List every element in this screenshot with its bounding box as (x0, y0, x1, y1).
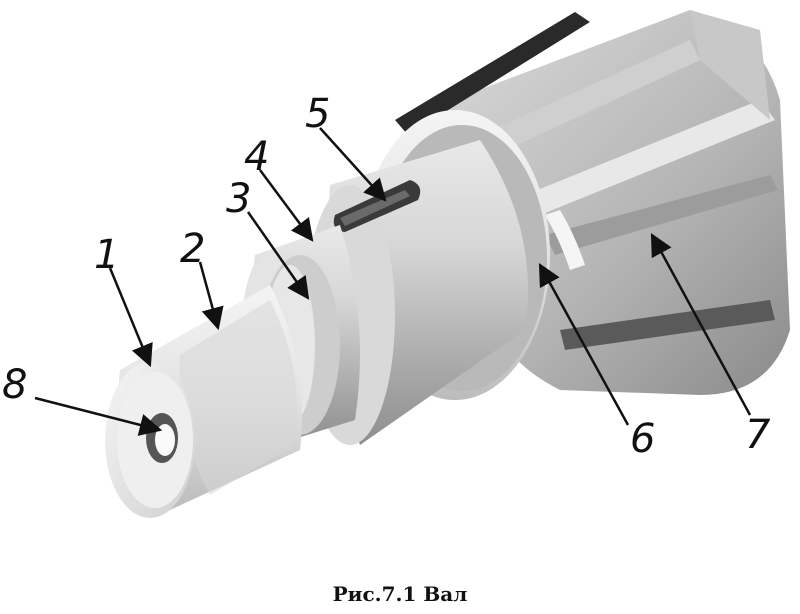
callout-numbers: 1 2 3 4 5 6 7 8 (2, 91, 771, 462)
figure-caption: Рис.7.1 Вал (332, 582, 468, 606)
callout-2: 2 (180, 226, 205, 272)
callout-1: 1 (94, 232, 119, 278)
shaft-end (105, 285, 302, 518)
leader-7 (650, 233, 752, 416)
callout-5: 5 (305, 91, 330, 137)
callout-3: 3 (226, 176, 251, 222)
leader-3 (246, 211, 310, 300)
callout-4: 4 (244, 134, 269, 180)
callout-leaders (34, 127, 752, 436)
leader-4 (258, 169, 314, 242)
callout-7: 7 (745, 412, 771, 458)
callout-6: 6 (630, 416, 655, 462)
leader-6 (538, 263, 630, 426)
leader-1 (108, 267, 153, 368)
callout-8: 8 (2, 362, 27, 408)
leader-5 (319, 127, 387, 202)
leader-8 (34, 396, 163, 436)
leader-2 (198, 261, 224, 331)
